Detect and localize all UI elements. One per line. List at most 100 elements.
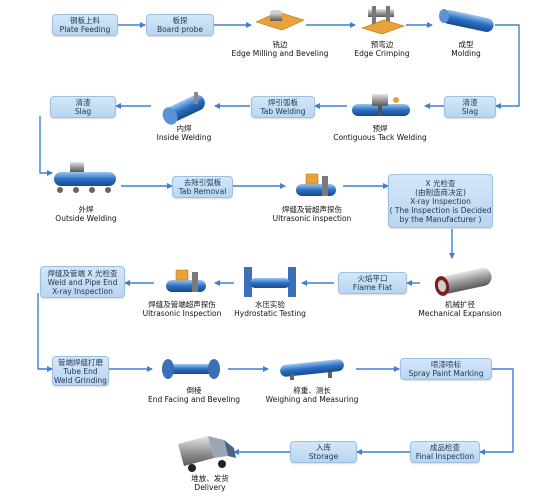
- step-zh: 预弯边: [370, 40, 394, 49]
- expander-icon: [434, 268, 492, 296]
- facing-machine-icon: [162, 359, 220, 379]
- step-end-facing: 倒棱 End Facing and Beveling: [148, 386, 240, 404]
- step-en: Molding: [451, 49, 481, 58]
- step-final-inspection: 成品检查 Final Inspection: [410, 441, 480, 463]
- step-zh: 入库: [316, 443, 331, 452]
- step-line: Weld and Pipe End: [47, 277, 118, 287]
- step-zh: 成型: [458, 40, 474, 49]
- step-line: X-ray Inspection: [410, 196, 471, 206]
- step-zh: 焊缝及管超声探伤: [282, 205, 342, 214]
- step-en: Outside Welding: [55, 214, 117, 223]
- step-line: 焊缝及管端 X 光检查: [47, 268, 118, 278]
- step-zh: 清渣: [75, 98, 91, 107]
- step-zh: 火焰平口: [357, 274, 388, 283]
- step-edge-milling: 铣边 Edge Milling and Beveling: [232, 40, 329, 58]
- step-storage: 入库 Storage: [290, 441, 357, 463]
- inside-welder-icon: [162, 92, 205, 125]
- step-xray-inspection: X 光检查 (由制造商决定) X-ray Inspection ( The In…: [388, 174, 493, 228]
- step-en: Inside Welding: [156, 133, 212, 142]
- step-en: Slag: [461, 107, 479, 116]
- step-zh: 铣边: [272, 40, 288, 49]
- step-zh: 成品检查: [430, 443, 460, 452]
- step-zh: 堆放、发货: [191, 474, 229, 483]
- arrow: [37, 293, 53, 372]
- arrow: [479, 368, 514, 455]
- step-en: Edge Crimping: [354, 49, 410, 58]
- step-inside-welding: 内焊 Inside Welding: [157, 124, 212, 142]
- step-zh: 外焊: [78, 205, 94, 214]
- step-delivery: 堆放、发货 Delivery: [191, 474, 229, 492]
- step-tube-end-grinding: 管端焊缝打磨 Tube End Weld Grinding: [52, 356, 109, 386]
- step-en: Tube End: [63, 366, 98, 376]
- step-flame-flat: 火焰平口 Flame Flat: [338, 272, 407, 294]
- step-en: Edge Milling and Beveling: [231, 49, 329, 58]
- hydro-tester-icon: [244, 267, 296, 297]
- arrow: [39, 116, 53, 176]
- step-en: Flame Flat: [352, 283, 393, 292]
- step-en: Final Inspection: [415, 452, 475, 461]
- tack-welder-icon: [352, 94, 410, 116]
- step-zh: 板探: [172, 16, 188, 25]
- step-zh: 焊缝及管端超声探伤: [148, 300, 216, 309]
- ultrasonic-tester-icon: [296, 173, 336, 196]
- step-molding: 成型 Molding: [451, 40, 481, 58]
- step-en: Ultrasonic inspection: [272, 214, 352, 223]
- arrow: [495, 24, 520, 109]
- step-en: Weighing and Measuring: [265, 395, 359, 404]
- step-hydrostatic-testing: 水压实验 Hydrostatic Testing: [234, 300, 306, 318]
- crimping-press-icon: [361, 6, 405, 35]
- step-slag-2: 清渣 Slag: [50, 96, 116, 118]
- step-en: Storage: [308, 452, 339, 461]
- step-en-2: Weld Grinding: [54, 375, 107, 385]
- step-weighing-measuring: 称重、测长 Weighing and Measuring: [266, 386, 359, 404]
- step-zh: 钢板上料: [70, 16, 100, 25]
- truck-icon: [178, 436, 236, 472]
- step-spray-paint-marking: 喷漆喷标 Spray Paint Marking: [400, 358, 492, 380]
- step-en: Plate Feeding: [59, 25, 111, 34]
- step-zh: 内焊: [176, 124, 192, 133]
- step-en: Delivery: [194, 483, 226, 492]
- step-line: X-ray Inspection: [52, 286, 113, 296]
- step-zh: 喷漆喷标: [431, 360, 461, 369]
- step-en: End Facing and Beveling: [148, 395, 240, 404]
- ultrasonic-tester-icon: [166, 269, 206, 292]
- step-zh: 称重、测长: [293, 386, 331, 395]
- step-tab-welding: 焊引弧板 Tab Welding: [251, 96, 315, 118]
- outside-welder-icon: [54, 162, 116, 193]
- step-tack-welding: 预焊 Contiguous Tack Welding: [333, 124, 427, 142]
- step-en: Contiguous Tack Welding: [333, 133, 427, 142]
- step-outside-welding: 外焊 Outside Welding: [55, 205, 116, 223]
- step-plate-feeding: 钢板上料 Plate Feeding: [52, 14, 118, 36]
- step-slag-1: 清渣 Slag: [444, 96, 496, 118]
- step-tab-removal: 去除引弧板 Tab Removal: [172, 176, 233, 198]
- step-en: Tab Welding: [260, 107, 306, 116]
- step-line: (由制造商决定): [415, 187, 466, 197]
- pipe-forming-icon: [439, 9, 494, 32]
- step-ultrasonic-1: 焊缝及管超声探伤 Ultrasonic inspection: [273, 205, 352, 223]
- step-zh: 管端焊缝打磨: [58, 357, 103, 367]
- step-ultrasonic-2: 焊缝及管端超声探伤 Ultrasonic Inspection: [143, 300, 222, 318]
- step-zh: 机械扩径: [444, 300, 475, 309]
- flow-arrows: [37, 22, 520, 455]
- pipe-scale-icon: [280, 359, 344, 380]
- step-zh: 清渣: [462, 98, 478, 107]
- step-weld-pipe-xray: 焊缝及管端 X 光检查 Weld and Pipe End X-ray Insp…: [40, 266, 125, 298]
- step-en: Ultrasonic Inspection: [142, 309, 222, 318]
- step-line: ( The Inspection is Decided: [389, 205, 492, 215]
- step-en: Mechanical Expansion: [418, 309, 502, 318]
- step-board-probe: 板探 Board probe: [146, 14, 214, 36]
- step-edge-crimping: 预弯边 Edge Crimping: [354, 40, 409, 58]
- step-line: X 光检查: [425, 178, 456, 188]
- step-zh: 焊引弧板: [268, 98, 298, 107]
- step-en: Hydrostatic Testing: [234, 309, 306, 318]
- step-zh: 去除引弧板: [183, 178, 222, 187]
- step-zh: 倒棱: [186, 386, 202, 395]
- milling-machine-icon: [255, 10, 305, 31]
- step-mechanical-expansion: 机械扩径 Mechanical Expansion: [418, 300, 501, 318]
- step-en: Slag: [74, 107, 92, 116]
- step-line: by the Manufacturer ): [399, 214, 482, 224]
- step-en: Spray Paint Marking: [408, 369, 484, 378]
- step-zh: 水压实验: [254, 300, 285, 309]
- step-en: Tab Removal: [178, 187, 227, 196]
